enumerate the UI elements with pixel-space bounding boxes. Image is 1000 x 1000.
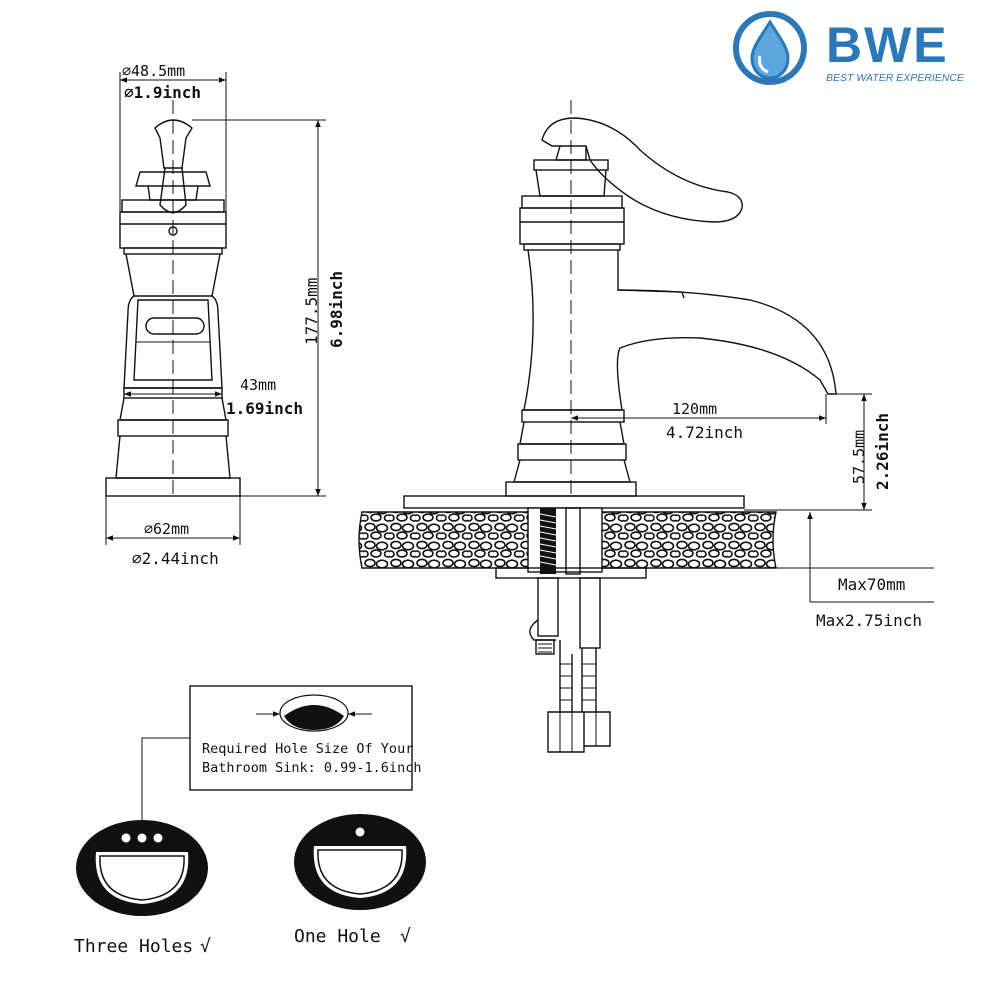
side-view: ⌀48.5mm ⌀1.9inch 177.5mm 6.98inch 43mm 1… [105, 62, 346, 568]
hole-note-line2: Bathroom Sink: 0.99-1.6inch [202, 760, 421, 776]
deck-max-inch: Max2.75inch [816, 611, 922, 630]
height-mm: 177.5mm [302, 278, 321, 345]
sink-three-holes-label: Three Holes [74, 936, 193, 957]
spout-height-mm: 57.5mm [850, 430, 868, 484]
sink-one-hole-label: One Hole [294, 926, 381, 947]
brand-name: BWE [826, 17, 949, 73]
top-diameter-inch: ⌀1.9inch [124, 83, 201, 102]
sink-three-holes: Three Holes √ [74, 820, 211, 957]
height-inch: 6.98inch [327, 271, 346, 348]
brand-tagline: BEST WATER EXPERIENCE [826, 72, 965, 84]
front-view: 120mm 4.72inch 57.5mm 2.26inch Max70mm M… [358, 100, 934, 753]
neck-inch: 1.69inch [226, 399, 303, 418]
base-diameter-mm: ⌀62mm [144, 520, 189, 538]
spout-reach-mm: 120mm [672, 400, 717, 418]
brand-logo: BWE BEST WATER EXPERIENCE [733, 11, 965, 85]
deck-max-mm: Max70mm [838, 575, 905, 594]
check-mark-icon: √ [200, 936, 211, 957]
spout-height-inch: 2.26inch [873, 413, 892, 490]
water-drop-icon [750, 19, 790, 80]
spout-reach-inch: 4.72inch [666, 423, 743, 442]
hole-note-line1: Required Hole Size Of Your [202, 741, 413, 757]
neck-mm: 43mm [240, 376, 276, 394]
base-diameter-inch: ⌀2.44inch [132, 549, 219, 568]
sink-one-hole: One Hole √ [294, 814, 426, 947]
hole-size-note: Required Hole Size Of Your Bathroom Sink… [141, 685, 421, 826]
top-diameter-mm: ⌀48.5mm [122, 62, 185, 80]
logo-ring-icon [733, 11, 807, 85]
check-mark-icon: √ [400, 926, 411, 947]
